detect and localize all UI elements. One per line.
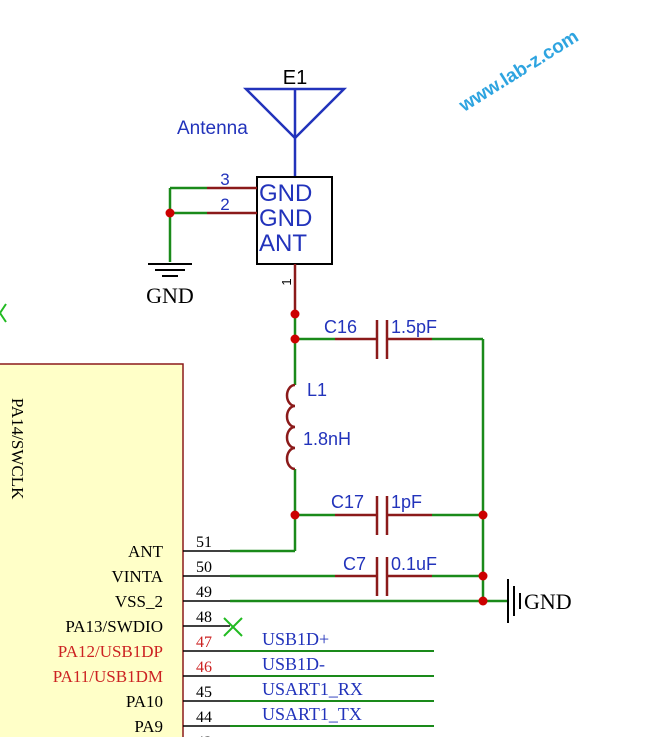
mcu-pin-name: PA12/USB1DP (58, 642, 163, 661)
c7-value: 0.1uF (391, 554, 437, 574)
no-connect-mark (0, 303, 243, 637)
pin1-number: 1 (279, 278, 294, 285)
mcu-pin-number: 46 (196, 659, 212, 676)
pin3-number: 3 (220, 170, 229, 189)
capacitor-c17 (335, 496, 432, 535)
antenna-connector-box (256, 176, 333, 265)
antenna-symbol (242, 87, 348, 177)
antenna-pin-gnd-3: GND (259, 180, 312, 207)
net-label-uart-tx: USART1_TX (262, 704, 362, 724)
gnd-symbol-right (507, 579, 521, 623)
c17-ref: C17 (331, 492, 364, 512)
rf-wires (230, 314, 508, 603)
l1-ref: L1 (307, 380, 327, 400)
mcu-pin-number: 43 (196, 734, 212, 737)
mcu-pin-name: VSS_2 (115, 592, 163, 611)
c17-value: 1pF (391, 492, 422, 512)
mcu-pin-name: PA9 (134, 717, 163, 736)
inductor-l1 (285, 383, 296, 471)
net-label-usb-dm: USB1D- (262, 654, 325, 674)
antenna-pin-ant-1: ANT (259, 230, 307, 257)
net-label-uart-rx: USART1_RX (262, 679, 363, 699)
capacitor-c16 (335, 320, 432, 359)
junction-dot (165, 208, 175, 218)
pin2-number: 2 (220, 195, 229, 214)
antenna-pin-gnd-2: GND (259, 205, 312, 232)
mcu-pin-number: 47 (196, 634, 212, 651)
mcu-pins: 51 ANT 50 VINTA 49 VSS_2 48 PA13/SWDIO 47 PA12/US… (53, 534, 230, 737)
mcu-pin-name: PA11/USB1DM (53, 667, 163, 686)
mcu-pin-number: 49 (196, 584, 212, 601)
mcu-rotated-pin-label: PA14/SWCLK (8, 398, 27, 500)
c16-value: 1.5pF (391, 317, 437, 337)
capacitor-c7 (335, 557, 432, 596)
c16-ref: C16 (324, 317, 357, 337)
gnd-wires-left (168, 186, 207, 262)
watermark: www.lab-z.com (455, 26, 583, 117)
mcu-pin-name: PA10 (126, 692, 163, 711)
mcu-pin-number: 48 (196, 609, 212, 626)
antenna-designator: E1 (283, 67, 307, 89)
antenna-name: Antenna (177, 118, 248, 139)
net-wires (230, 650, 434, 727)
gnd-label-right: GND (524, 589, 572, 614)
c7-ref: C7 (343, 554, 366, 574)
net-label-usb-dp: USB1D+ (262, 629, 329, 649)
l1-value: 1.8nH (303, 429, 351, 449)
mcu-pin-name: PA13/SWDIO (65, 617, 163, 636)
mcu-pin-number: 50 (196, 559, 212, 576)
mcu-body (0, 363, 184, 737)
mcu-pin-number: 44 (196, 709, 212, 726)
mcu-pin-number: 51 (196, 534, 212, 551)
mcu-pin-name: ANT (128, 542, 164, 561)
gnd-label-left: GND (146, 283, 194, 308)
junction-dots (290, 309, 488, 606)
gnd-symbol-left (148, 263, 192, 277)
mcu-pin-number: 45 (196, 684, 212, 701)
mcu-pin-name: VINTA (111, 567, 163, 586)
